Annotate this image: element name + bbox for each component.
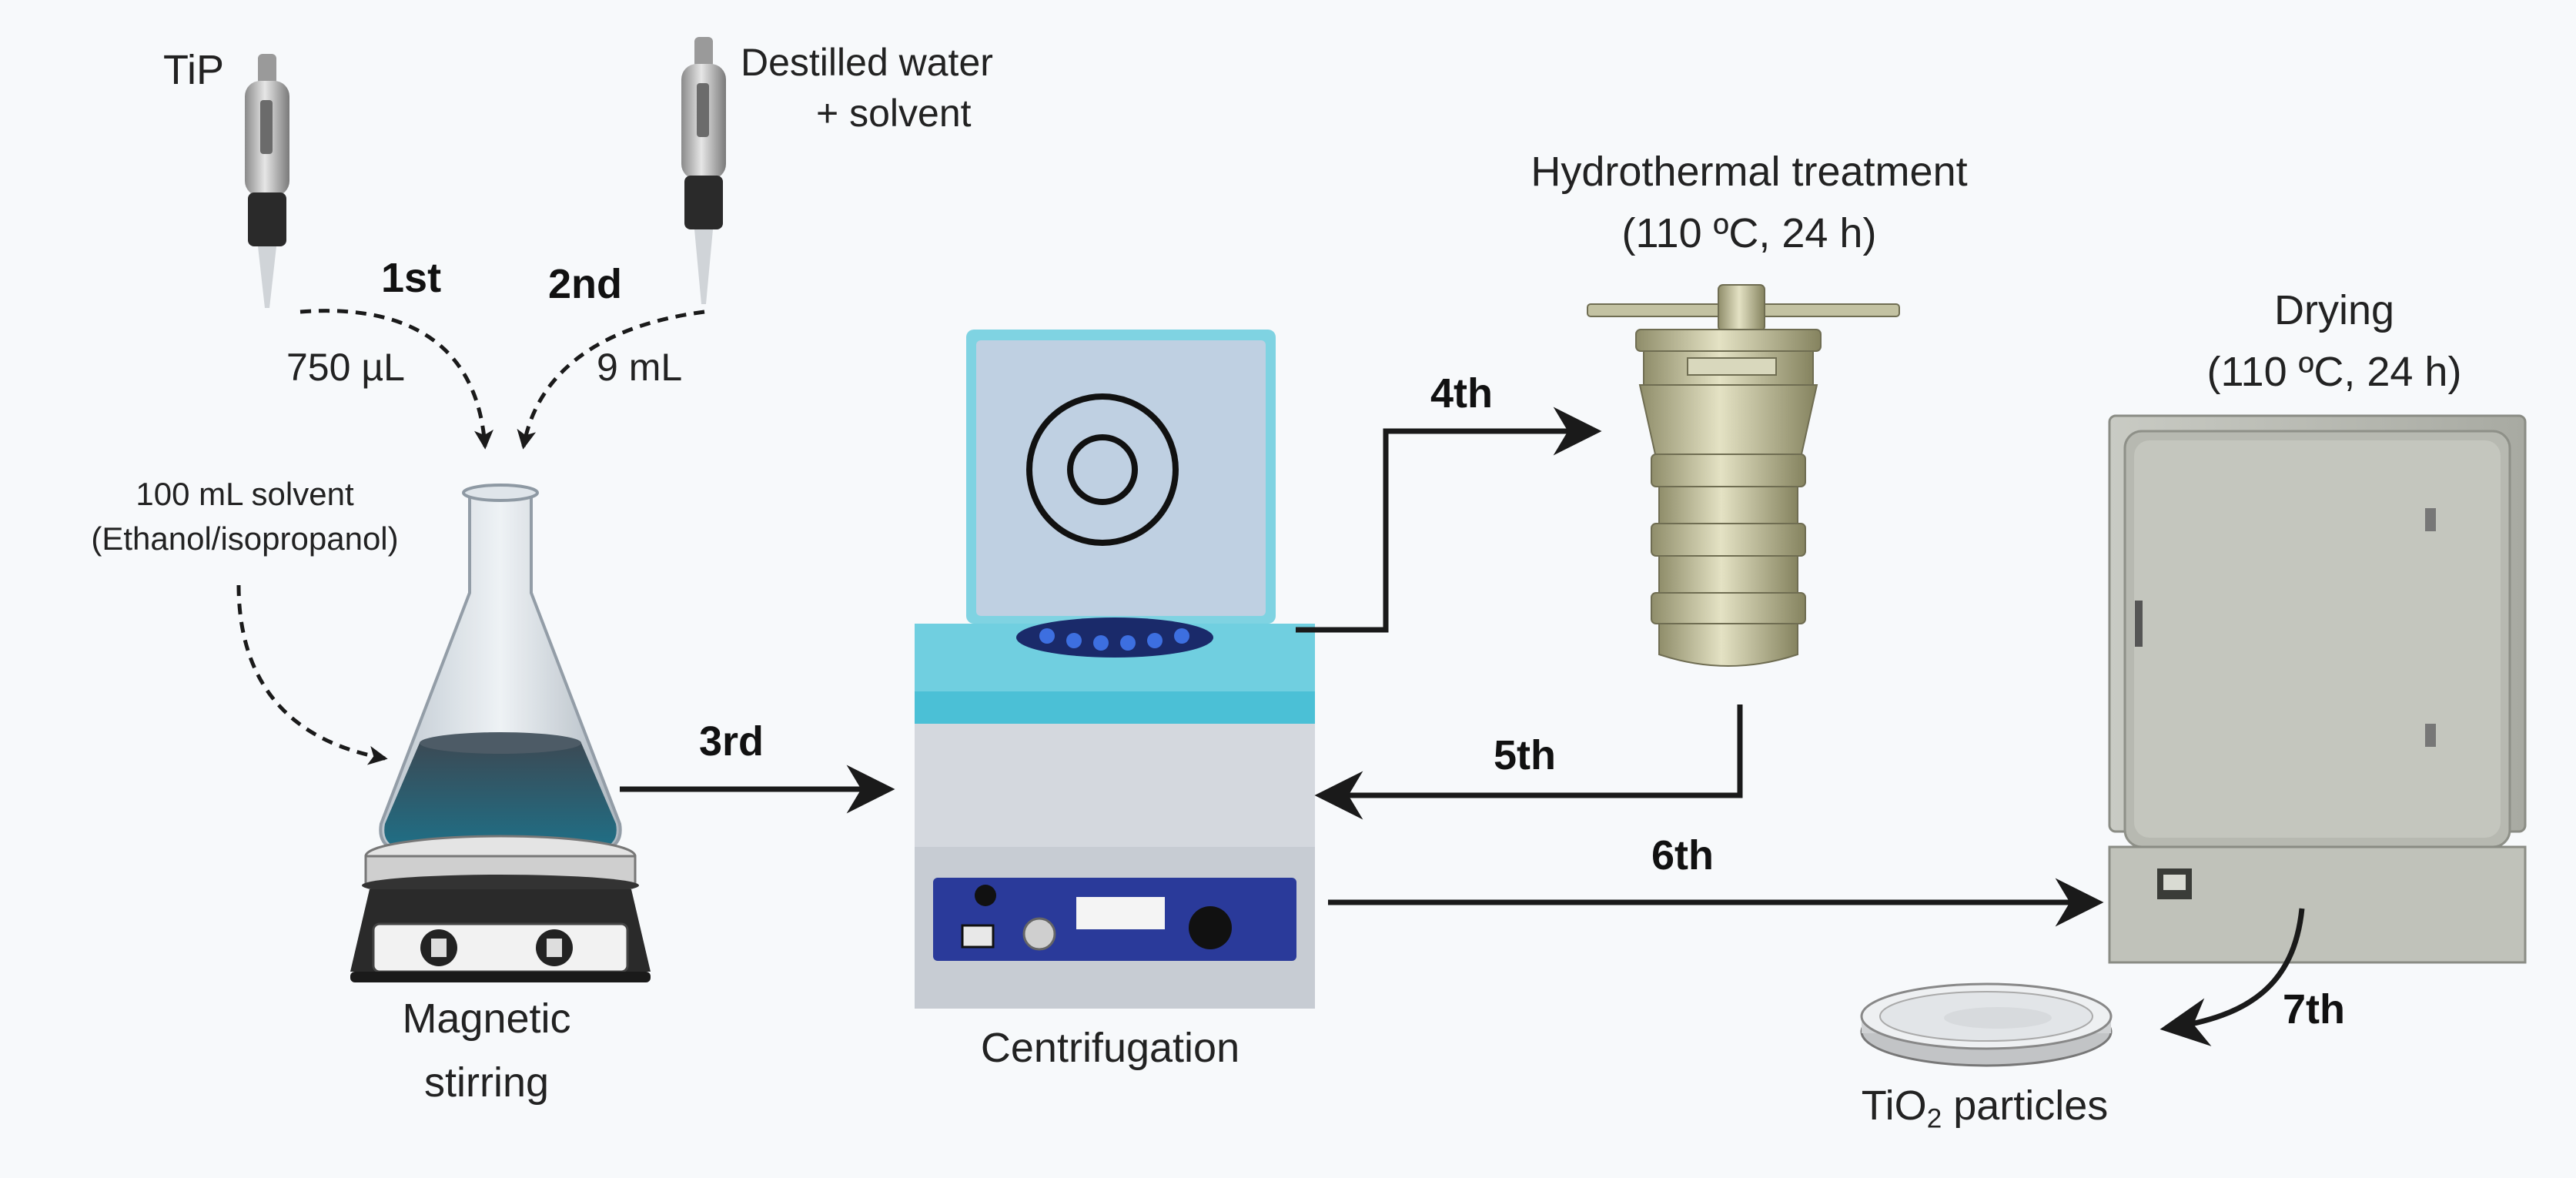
product-label-subscript: 2 (1926, 1103, 1942, 1134)
autoclave-label-line1: Hydrothermal treatment (1531, 149, 1968, 195)
autoclave-icon (1587, 284, 1900, 667)
dashed-arrow-1 (299, 309, 493, 450)
arrow-7th (2159, 908, 2305, 1046)
product-label: TiO2 particles (1862, 1082, 2109, 1135)
solvent-note-line1: 100 mL solvent (135, 476, 354, 512)
product-label-suffix: particles (1942, 1083, 2109, 1129)
volume-750: 750 µL (286, 346, 405, 389)
product-label-prefix: TiO (1861, 1083, 1927, 1129)
arrow-5th (1314, 704, 1743, 820)
petri-dish-icon (1860, 982, 2113, 1067)
stirrer-label-line2: stirring (423, 1059, 550, 1106)
centrifuge-icon (915, 330, 1315, 1009)
stirrer-label-line1: Magnetic (402, 996, 571, 1042)
magnetic-stirrer-icon (350, 484, 651, 982)
dashed-arrow-solvent (236, 584, 388, 765)
step-7th: 7th (2283, 986, 2345, 1032)
solvent-note-line2: (Ethanol/isopropanol) (91, 520, 399, 557)
pipette-2-label-line1: Destilled water (741, 41, 993, 84)
step-3rd: 3rd (699, 718, 764, 765)
dashed-arrow-2 (517, 310, 705, 450)
step-4th: 4th (1430, 370, 1493, 417)
oven-label-line1: Drying (2273, 287, 2395, 333)
step-5th: 5th (1494, 732, 1556, 778)
step-6th: 6th (1651, 832, 1714, 878)
centrifuge-label: Centrifugation (980, 1025, 1240, 1071)
pipette-2-label-line2: + solvent (816, 92, 972, 135)
autoclave-label-line2: (110 ºC, 24 h) (1621, 210, 1877, 256)
arrow-4th (1296, 407, 1602, 633)
step-1st: 1st (381, 255, 442, 301)
pipette-1-label: TiP (163, 47, 224, 93)
volume-9ml: 9 mL (597, 346, 683, 389)
pipette-2-icon (681, 37, 726, 304)
oven-label-line2: (110 ºC, 24 h) (2206, 349, 2462, 395)
pipette-1-icon (245, 54, 289, 308)
drying-oven-icon (2108, 414, 2527, 964)
step-2nd: 2nd (548, 261, 623, 307)
